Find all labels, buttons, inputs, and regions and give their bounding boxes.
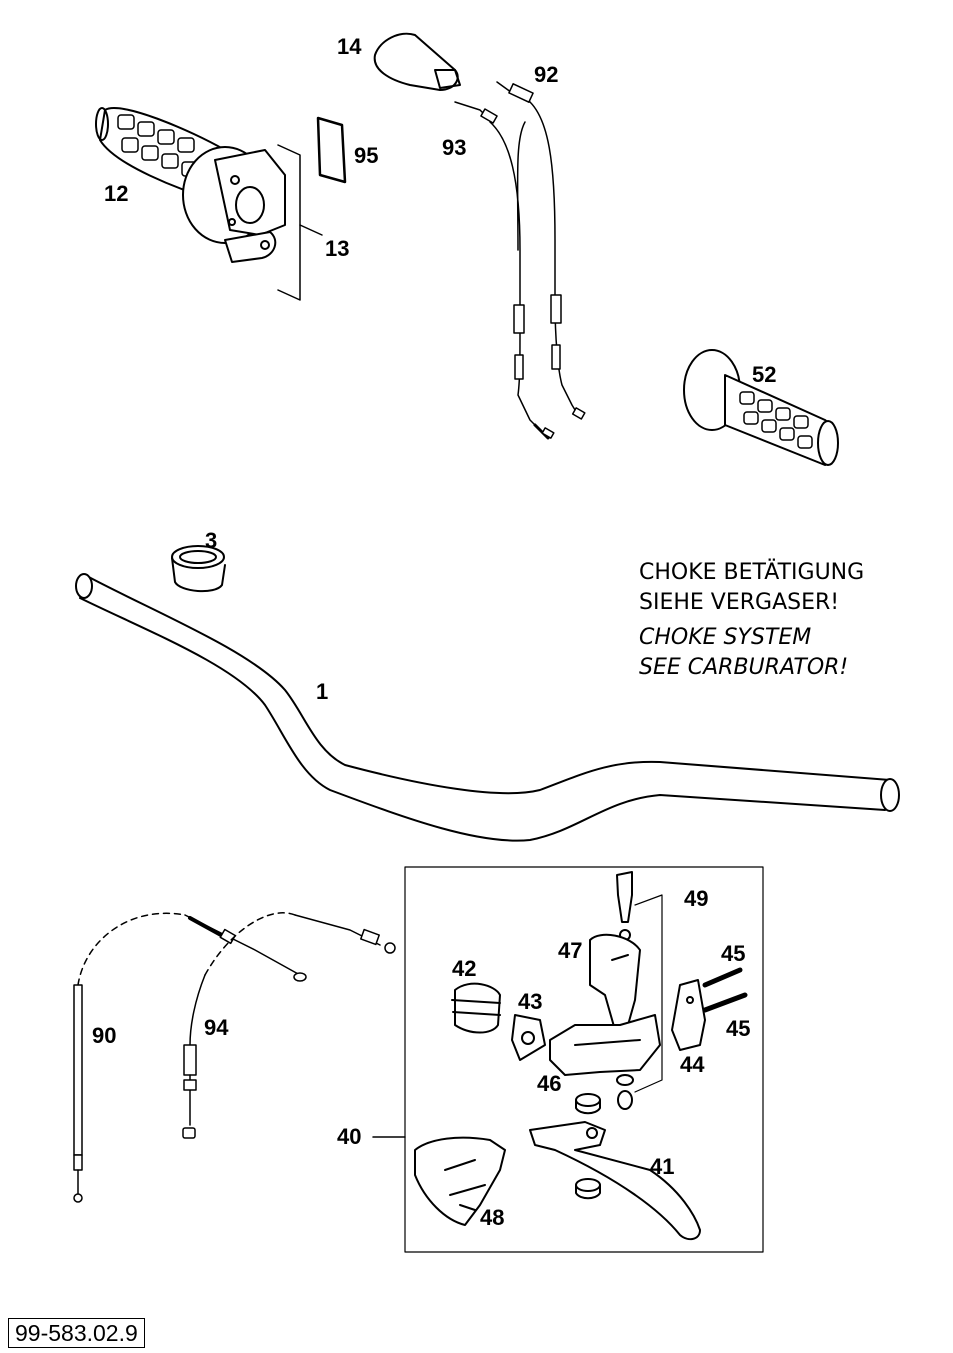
label-part-14: 14 [337,34,362,59]
throttle-cables [454,81,586,440]
label-part-44: 44 [680,1052,705,1077]
label-part-49: 49 [684,886,709,911]
note-en-line1: CHOKE SYSTEM [639,625,812,650]
label-part-94: 94 [204,1015,229,1040]
label-part-52: 52 [752,362,777,387]
label-part-3: 3 [205,528,218,553]
note-de-line2: SIEHE VERGASER! [639,590,840,615]
handlebar [75,573,900,842]
label-part-13: 13 [325,236,350,261]
label-part-48: 48 [480,1205,505,1230]
label-part-90: 90 [92,1023,117,1048]
note-de-line1: CHOKE BETÄTIGUNG [639,560,865,585]
note-en-line2: SEE CARBURATOR! [639,655,849,680]
throttle-grip-assembly [95,107,323,301]
gasket [316,116,347,184]
label-part-45-upper: 45 [721,941,746,966]
label-part-12: 12 [104,181,129,206]
label-part-1: 1 [316,679,329,704]
label-part-47: 47 [558,938,583,963]
drawing-code: 99-583.02.9 [8,1318,145,1348]
clutch-assembly [372,866,764,1253]
label-part-42: 42 [452,956,477,981]
label-part-93: 93 [442,135,467,160]
label-part-40: 40 [337,1124,362,1149]
bushing [171,545,226,593]
decompression-cable [182,912,396,1139]
label-part-95: 95 [354,143,379,168]
label-part-41: 41 [650,1154,675,1179]
label-part-43: 43 [518,989,543,1014]
label-part-92: 92 [534,62,559,87]
cable-cover [373,32,461,91]
label-part-45-lower: 45 [726,1016,751,1041]
left-grip [683,349,839,466]
label-part-46: 46 [537,1071,562,1096]
